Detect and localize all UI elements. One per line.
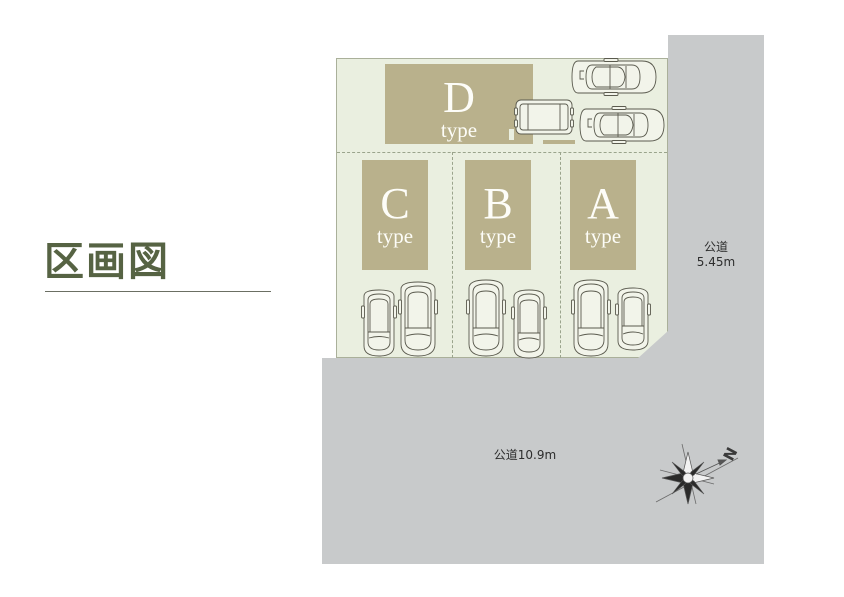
lot-c-building[interactable]: C type [362,160,428,270]
lot-a-type: type [584,224,622,248]
title-underline [45,291,271,292]
road-right-width: 5.45m [696,255,736,269]
low-wall-marker [543,140,575,144]
car-icon-d2 [570,57,658,97]
road-bottom-label: 公道10.9m [493,448,557,462]
boundary-post-marker [508,128,515,141]
lot-b-building[interactable]: B type [465,160,531,270]
lot-c-letter: C [380,179,410,228]
lot-a-label: A type [570,179,636,249]
lot-c-label: C type [362,179,428,249]
road-right [668,35,764,365]
car-icon-d3 [578,105,666,145]
lot-divider-vertical-cb [452,152,453,358]
lot-b-label: B type [465,179,531,249]
car-icon-b2 [510,288,548,360]
lot-c-type: type [376,224,414,248]
lot-divider-vertical-ba [560,152,561,358]
title-block: 区画図 [44,238,284,292]
lot-d-letter: D [443,73,475,122]
compass-rose: N [652,440,752,510]
car-icon-a2 [614,286,652,352]
car-icon-c2 [397,280,439,358]
lot-divider-horizontal [337,152,667,153]
car-icon-b1 [465,278,507,358]
lot-a-letter: A [587,179,619,228]
car-icon-a1 [570,278,612,358]
road-right-name: 公道 [703,240,728,254]
page-title: 区画図 [44,239,170,285]
road-right-label: 公道 5.45m [676,240,756,270]
lot-b-letter: B [483,179,513,228]
lot-a-building[interactable]: A type [570,160,636,270]
lot-b-type: type [479,224,517,248]
car-icon-d1 [514,96,574,138]
car-icon-c1 [360,288,398,358]
